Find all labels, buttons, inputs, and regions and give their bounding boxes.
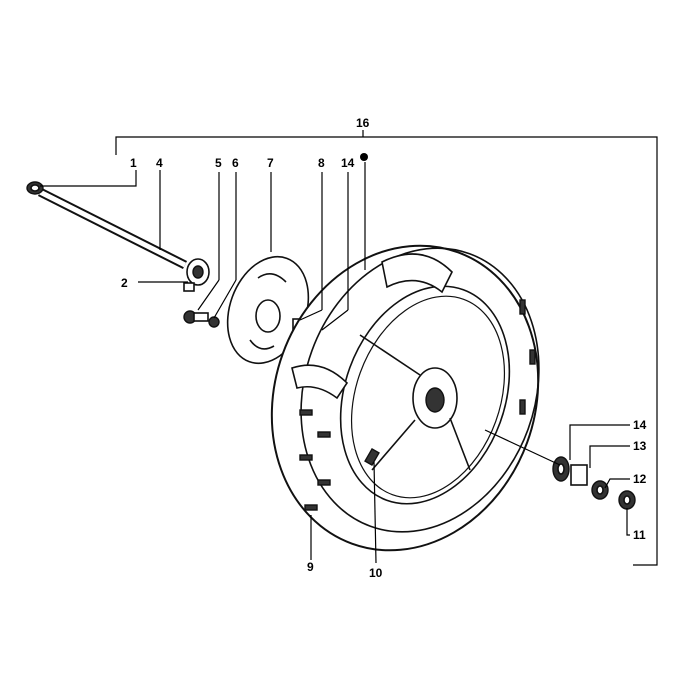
callout-12: 12 <box>633 472 647 486</box>
washer-6 <box>208 316 220 328</box>
callout-8: 8 <box>318 156 325 170</box>
speedo-drive <box>183 258 210 292</box>
callout-6: 6 <box>232 156 239 170</box>
callout-2: 2 <box>121 276 128 290</box>
callout-13: 13 <box>633 439 647 453</box>
leader-lines <box>40 162 630 564</box>
callout-1: 1 <box>130 156 137 170</box>
valve <box>364 447 380 467</box>
callout-16: 16 <box>356 116 370 130</box>
callout-14-left: 14 <box>341 156 355 170</box>
callout-7: 7 <box>267 156 274 170</box>
callout-11: 11 <box>633 528 646 542</box>
callout-14-right: 14 <box>633 418 647 432</box>
axle <box>26 181 188 270</box>
callout-9: 9 <box>307 560 314 574</box>
assembly-bracket <box>115 130 658 566</box>
brake-disc <box>226 255 310 365</box>
spacer-5-body <box>193 312 209 322</box>
wheel <box>270 244 540 552</box>
callout-4: 4 <box>156 156 163 170</box>
spacer-13 <box>570 464 588 486</box>
callout-10: 10 <box>369 566 383 580</box>
callout-5: 5 <box>215 156 222 170</box>
reference-dot <box>360 153 368 161</box>
tread-marks <box>299 299 536 511</box>
